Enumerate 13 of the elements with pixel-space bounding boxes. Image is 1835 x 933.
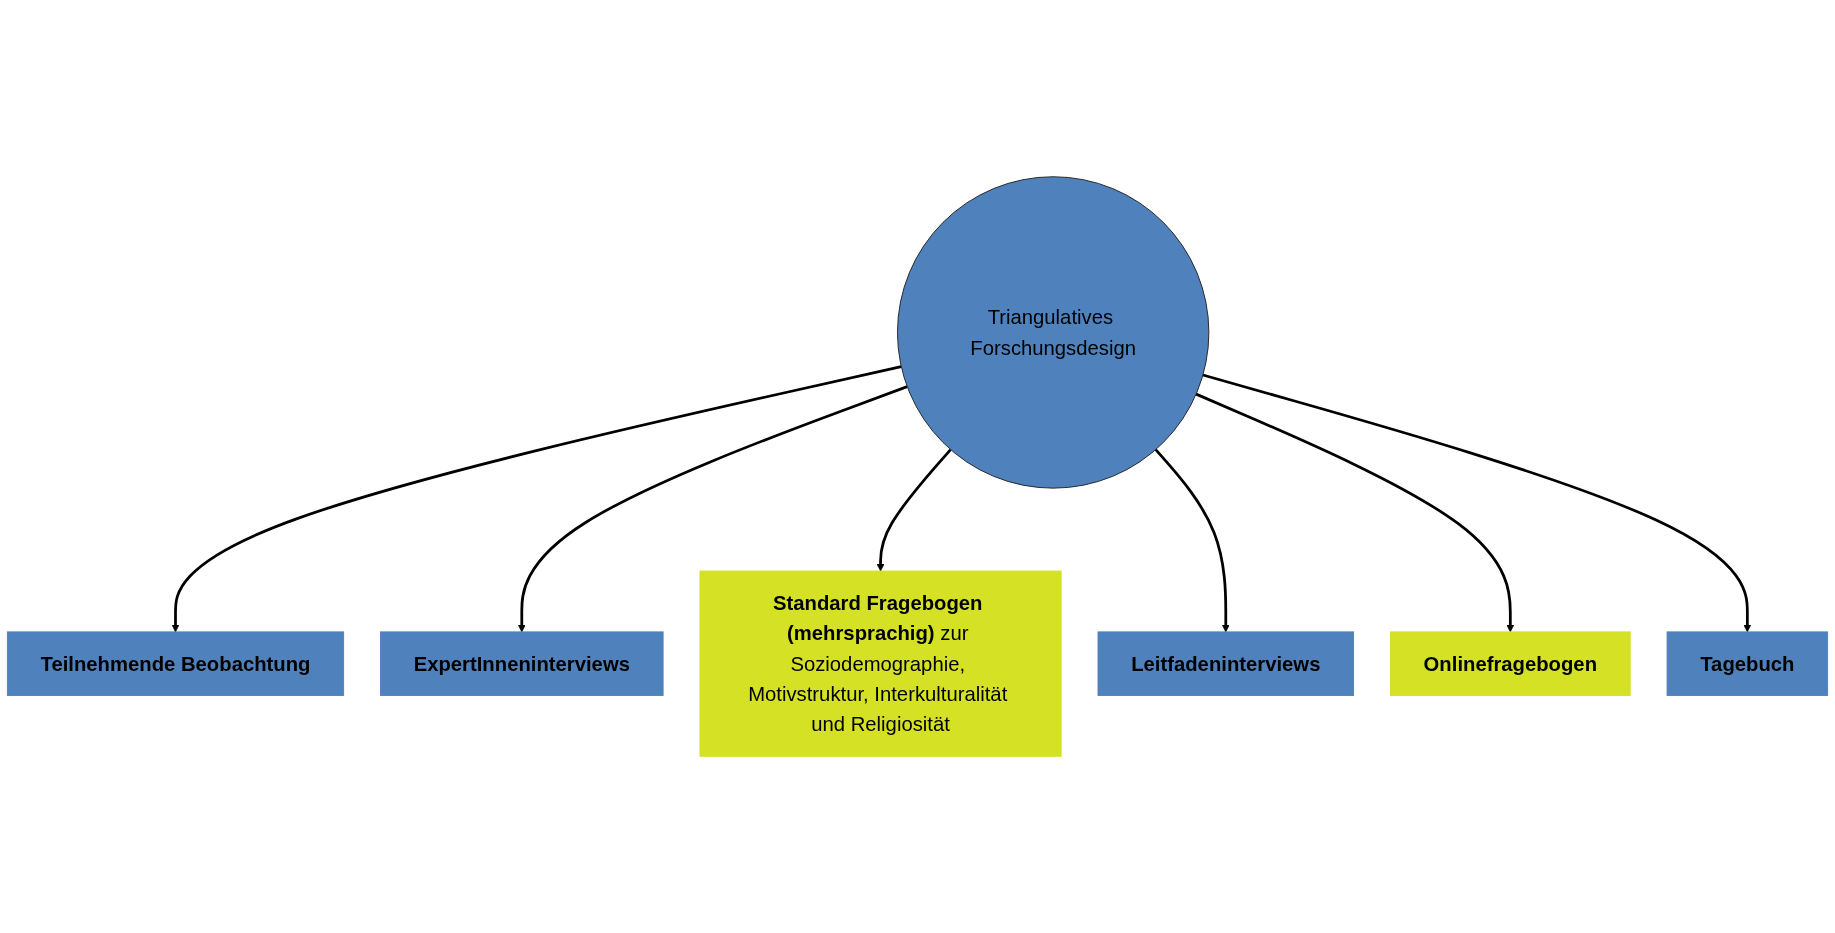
arrow xyxy=(517,385,908,633)
node-box: ExpertInneninterviews xyxy=(380,631,664,696)
node-box: Onlinefragebogen xyxy=(1389,631,1631,696)
arrow xyxy=(1195,392,1515,633)
node-circle: Triangulatives Forschungsdesign xyxy=(897,176,1210,489)
arrow xyxy=(1202,373,1752,633)
arrow xyxy=(876,448,952,572)
node-box: Tagebuch xyxy=(1666,631,1829,696)
node-box: Leitfadeninterviews xyxy=(1097,631,1355,696)
node-box: Standard Fragebogen (mehrsprachig) zur Soziodemographie, Motivstruktur, Interkulturalität und Religiosität xyxy=(699,570,1062,757)
node-box: Teilnehmende Beobachtung xyxy=(6,631,345,696)
arrow xyxy=(171,365,902,633)
arrow xyxy=(1154,448,1230,633)
